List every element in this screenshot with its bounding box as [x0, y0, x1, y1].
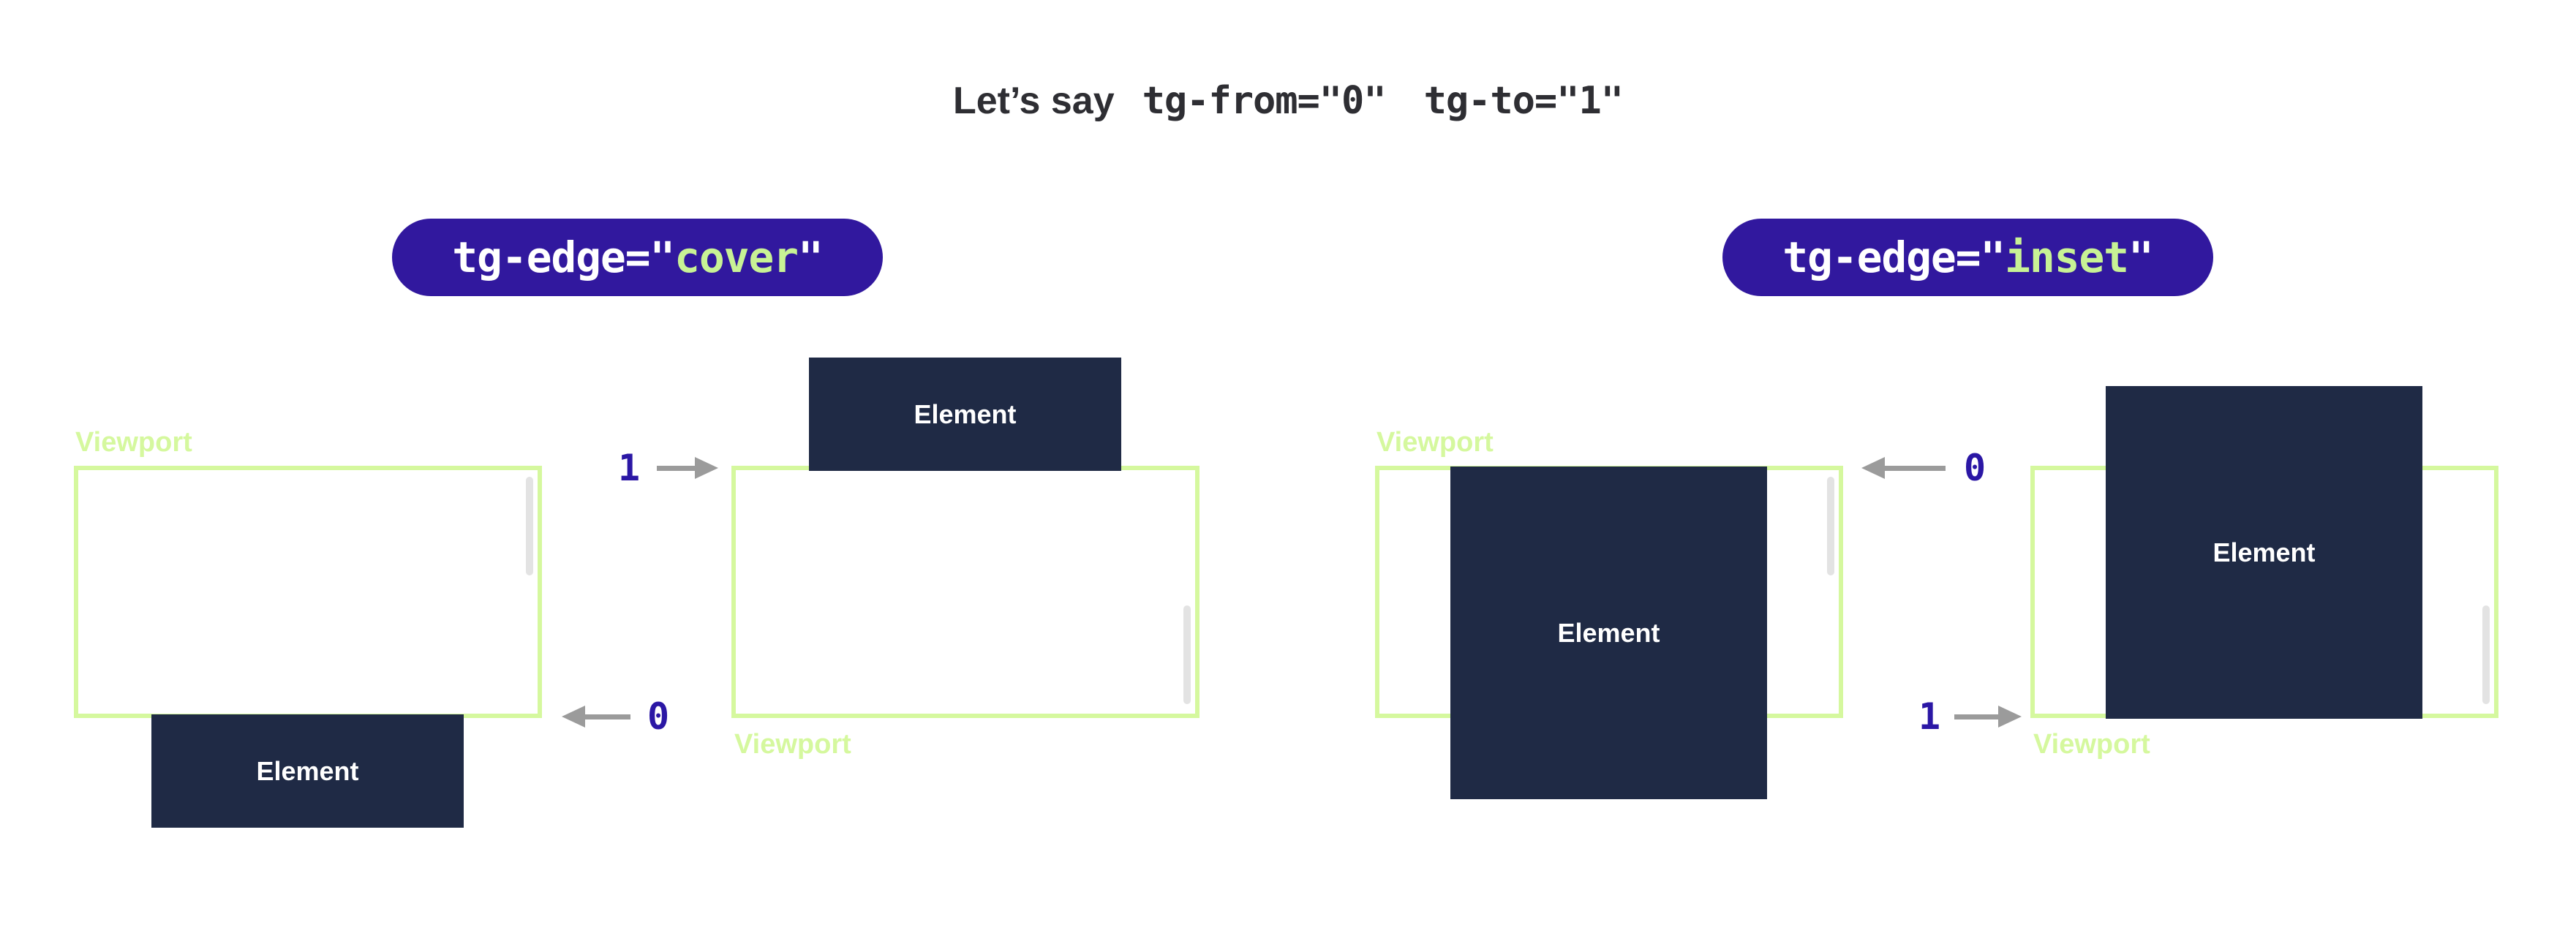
badge-cover-suffix: " [797, 233, 824, 282]
badge-inset-suffix: " [2128, 233, 2154, 282]
title-code-to: tg-to="1" [1423, 79, 1624, 123]
arrow-right-head [695, 457, 718, 479]
arrow-left-head [562, 706, 585, 728]
scrollbar-thumb [1183, 605, 1191, 704]
element-box: Element [809, 358, 1121, 471]
progress-marker: 0 [647, 695, 670, 738]
badge-inset-value: inset [2005, 233, 2129, 282]
viewport-label: Viewport [734, 729, 851, 760]
element-label: Element [914, 398, 1017, 429]
scrollbar-thumb [2482, 605, 2490, 704]
page-title: Let’s say tg-from="0" tg-to="1" [0, 79, 2576, 123]
element-label: Element [256, 755, 359, 786]
arrow-left-line [1885, 465, 1946, 471]
badge-inset: tg-edge="inset" [1722, 219, 2213, 296]
scrollbar-thumb [526, 477, 533, 575]
viewport-label: Viewport [1376, 427, 1494, 458]
progress-marker: 0 [1963, 447, 1986, 489]
badge-cover-value: cover [674, 233, 799, 282]
progress-marker: 1 [1918, 695, 1941, 738]
arrow-right-icon [1954, 706, 2022, 728]
element-label: Element [1557, 617, 1660, 648]
arrow-left-head [1861, 457, 1885, 479]
arrow-right-head [1998, 706, 2022, 728]
title-text: Let’s say [953, 80, 1115, 122]
badge-cover-prefix: tg-edge=" [452, 233, 675, 282]
element-label: Element [2212, 537, 2316, 567]
arrow-right-icon [657, 457, 718, 479]
element-box: Element [151, 714, 464, 828]
element-box: Element [1450, 466, 1767, 799]
viewport-box [731, 466, 1200, 718]
scrollbar-thumb [1827, 477, 1834, 575]
arrow-right-line [1954, 714, 1998, 719]
badge-cover: tg-edge="cover" [392, 219, 883, 296]
title-code-from: tg-from="0" [1142, 79, 1387, 123]
arrow-right-line [657, 465, 695, 471]
viewport-box [74, 466, 542, 718]
viewport-label: Viewport [75, 427, 192, 458]
arrow-left-line [585, 714, 630, 719]
arrow-left-icon [1861, 457, 1946, 479]
badge-inset-prefix: tg-edge=" [1782, 233, 2006, 282]
viewport-label: Viewport [2033, 729, 2150, 760]
progress-marker: 1 [617, 447, 641, 489]
element-box: Element [2106, 386, 2422, 719]
arrow-left-icon [562, 706, 630, 728]
